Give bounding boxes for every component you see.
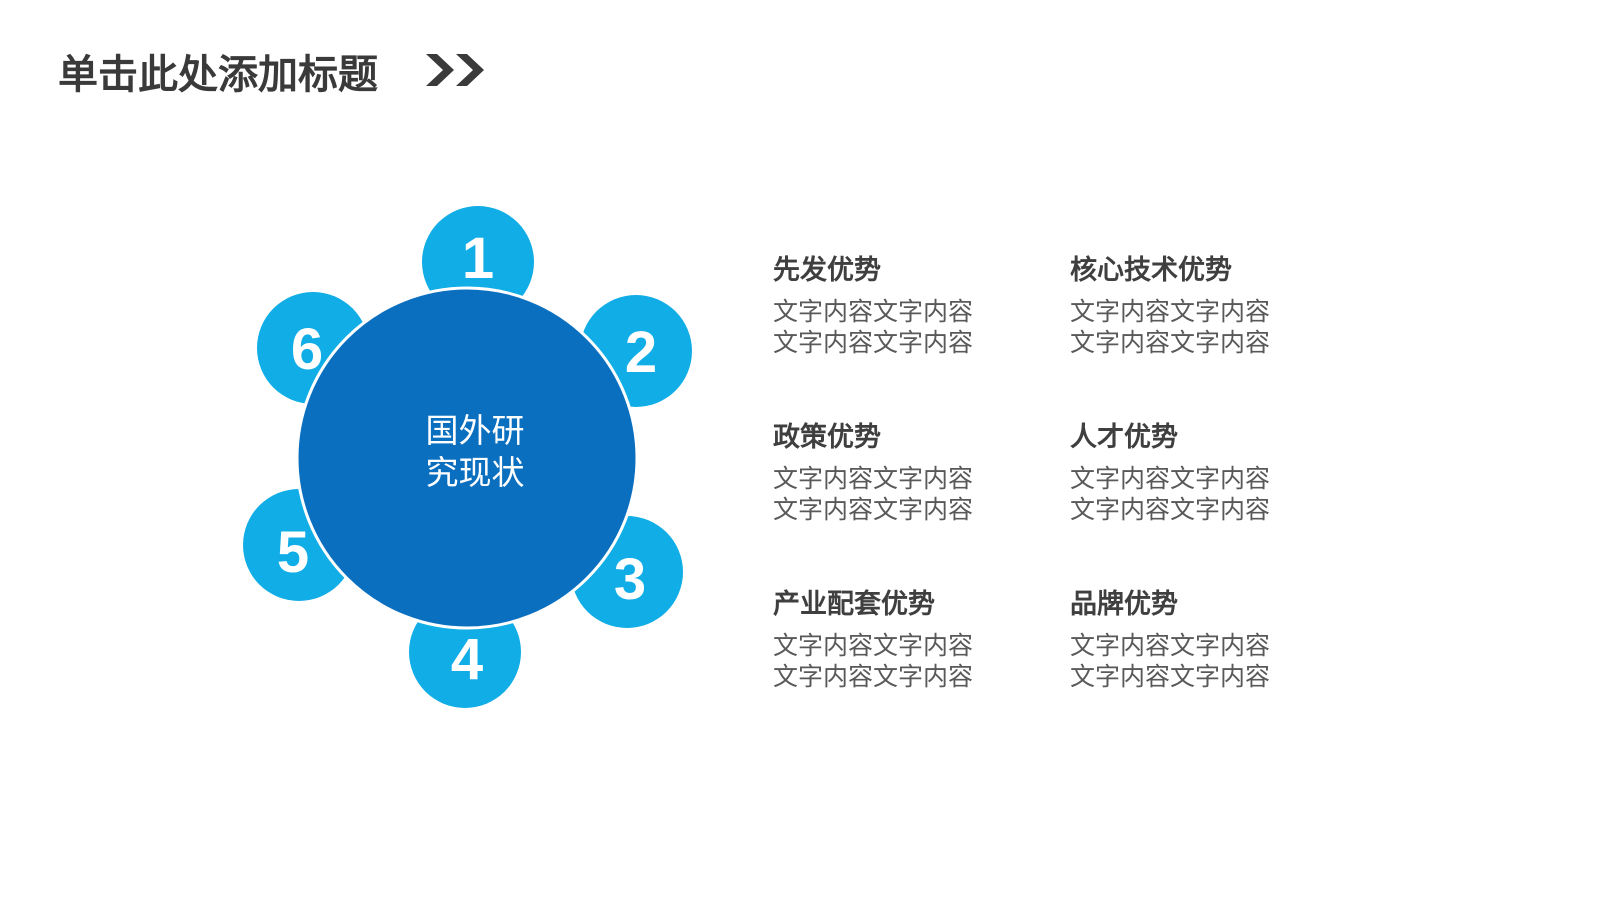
advantage-text: 文字内容文字内容 文字内容文字内容 xyxy=(773,463,1033,525)
advantage-text-line-1: 文字内容文字内容 xyxy=(1070,464,1271,493)
advantage-text: 文字内容文字内容 文字内容文字内容 xyxy=(773,630,1033,692)
advantage-text-line-1: 文字内容文字内容 xyxy=(1070,631,1271,660)
center-circle xyxy=(295,286,639,630)
advantage-title: 人才优势 xyxy=(1070,422,1178,453)
advantage-item-3: 政策优势 文字内容文字内容 文字内容文字内容 xyxy=(773,421,1033,525)
advantage-text: 文字内容文字内容 文字内容文字内容 xyxy=(1070,296,1330,358)
advantage-item-2: 核心技术优势 文字内容文字内容 文字内容文字内容 xyxy=(1070,254,1330,358)
advantage-text-line-1: 文字内容文字内容 xyxy=(773,631,974,660)
advantage-text: 文字内容文字内容 文字内容文字内容 xyxy=(773,296,1033,358)
advantage-text-line-1: 文字内容文字内容 xyxy=(1070,297,1271,326)
advantage-title: 政策优势 xyxy=(773,422,881,453)
advantage-title: 先发优势 xyxy=(773,255,881,286)
petal-number-5: 5 xyxy=(277,520,309,585)
center-label-line-2: 究现状 xyxy=(425,453,525,492)
advantage-text-line-2: 文字内容文字内容 xyxy=(1070,662,1271,691)
advantage-text-line-1: 文字内容文字内容 xyxy=(773,464,974,493)
center-label-line-1: 国外研 xyxy=(425,411,525,450)
advantage-text: 文字内容文字内容 文字内容文字内容 xyxy=(1070,463,1330,525)
advantage-text: 文字内容文字内容 文字内容文字内容 xyxy=(1070,630,1330,692)
advantage-title: 品牌优势 xyxy=(1070,589,1178,620)
petal-number-4: 4 xyxy=(451,627,483,692)
petal-diagram: 1 2 3 4 5 6 xyxy=(243,206,692,708)
petal-number-2: 2 xyxy=(625,320,657,385)
advantage-item-1: 先发优势 文字内容文字内容 文字内容文字内容 xyxy=(773,254,1033,358)
center-label: 国外研 究现状 xyxy=(395,410,555,494)
petal-number-3: 3 xyxy=(614,547,646,612)
slide-title: 单击此处添加标题 xyxy=(58,52,378,98)
advantage-text-line-2: 文字内容文字内容 xyxy=(773,495,974,524)
advantage-text-line-2: 文字内容文字内容 xyxy=(773,328,974,357)
advantage-item-5: 产业配套优势 文字内容文字内容 文字内容文字内容 xyxy=(773,588,1033,692)
petal-number-6: 6 xyxy=(291,317,323,382)
advantage-item-4: 人才优势 文字内容文字内容 文字内容文字内容 xyxy=(1070,421,1330,525)
advantage-item-6: 品牌优势 文字内容文字内容 文字内容文字内容 xyxy=(1070,588,1330,692)
advantage-text-line-1: 文字内容文字内容 xyxy=(773,297,974,326)
advantage-text-line-2: 文字内容文字内容 xyxy=(1070,495,1271,524)
advantage-title: 核心技术优势 xyxy=(1070,255,1232,286)
advantage-title: 产业配套优势 xyxy=(773,589,935,620)
petal-number-1: 1 xyxy=(462,226,494,291)
advantage-text-line-2: 文字内容文字内容 xyxy=(773,662,974,691)
double-chevron-right-icon xyxy=(426,54,484,86)
advantage-text-line-2: 文字内容文字内容 xyxy=(1070,328,1271,357)
